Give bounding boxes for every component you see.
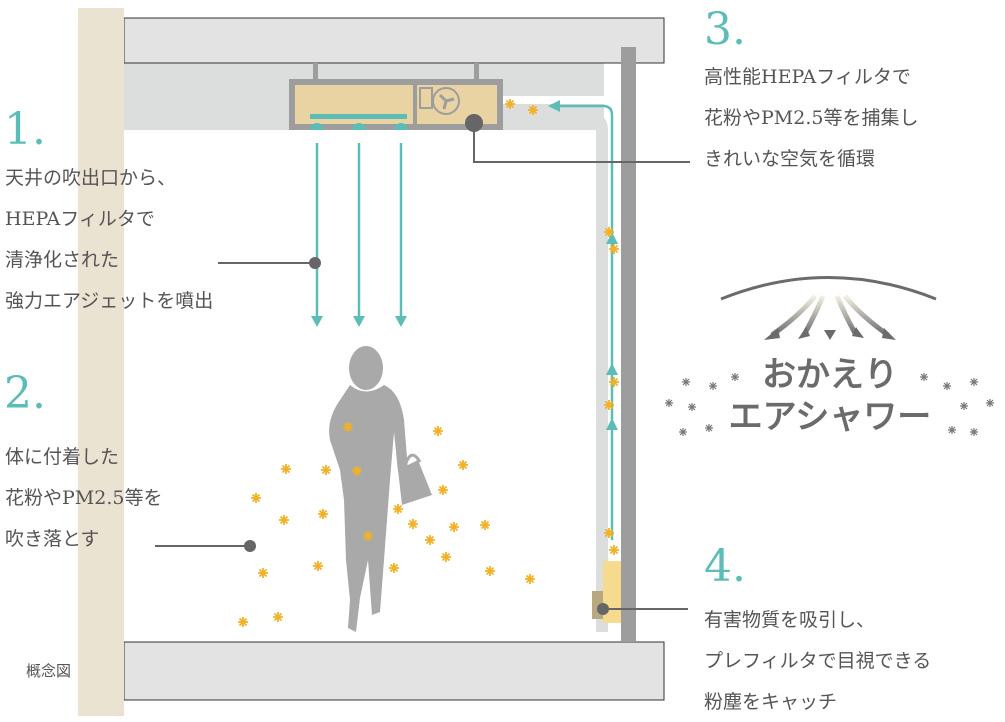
badge-line-1: おかえり <box>762 355 898 395</box>
step-2-line: 体に付着した <box>5 446 120 468</box>
step-4-number: 4. <box>704 541 746 592</box>
step-1-text: 天井の吹出口から、 HEPAフィルタで 清浄化された 強力エアジェットを噴出 <box>5 158 213 322</box>
step-1-line: 天井の吹出口から、 <box>5 167 177 189</box>
return-duct <box>503 112 608 632</box>
concept-caption: 概念図 <box>26 662 72 680</box>
step-4-line: プレフィルタで目視できる <box>704 650 932 672</box>
step-3-number: 3. <box>704 4 746 55</box>
person-silhouette <box>329 346 432 632</box>
step-3-line: きれいな空気を循環 <box>704 148 876 170</box>
step-2-number: 2. <box>4 368 46 419</box>
step-1-line: 強力エアジェットを噴出 <box>5 290 214 312</box>
step-4-line: 粉塵をキャッチ <box>704 691 838 713</box>
air-jets <box>315 143 403 318</box>
step-3-text: 高性能HEPAフィルタで 花粉やPM2.5等を捕集し きれいな空気を循環 <box>704 57 918 180</box>
badge-line-2: エアシャワー <box>728 397 932 437</box>
step-1-line: HEPAフィルタで <box>5 208 155 230</box>
step-4-text: 有害物質を吸引し、 プレフィルタで目視できる 粉塵をキャッチ <box>704 600 931 722</box>
air-shower-badge-icon <box>664 276 995 437</box>
floor-slab <box>123 641 665 701</box>
step-3-line: 花粉やPM2.5等を捕集し <box>704 107 919 129</box>
step-2-line: 吹き落とす <box>5 528 100 550</box>
pollen-particles <box>237 98 620 628</box>
left-pillar <box>78 8 124 716</box>
step-2-text: 体に付着した 花粉やPM2.5等を 吹き落とす <box>5 437 162 560</box>
step-2-line: 花粉やPM2.5等を <box>5 487 163 509</box>
right-wall <box>621 47 636 642</box>
step-1-number: 1. <box>4 104 46 155</box>
step-3-line: 高性能HEPAフィルタで <box>704 66 911 88</box>
ceiling-slab <box>123 17 665 64</box>
outlet-bar <box>310 114 407 119</box>
step-1-line: 清浄化された <box>5 249 120 271</box>
step-4-line: 有害物質を吸引し、 <box>704 609 876 631</box>
